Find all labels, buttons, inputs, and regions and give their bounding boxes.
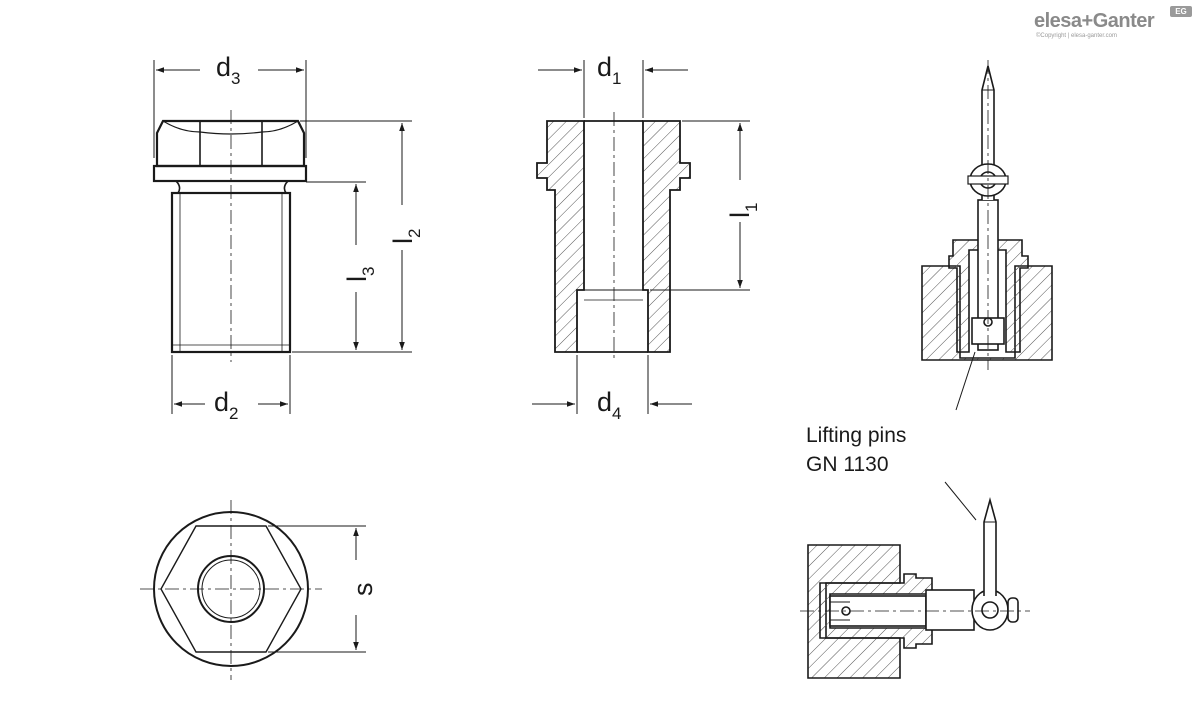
label-d1: d1 — [597, 52, 622, 88]
installed-horizontal-view — [800, 481, 1030, 679]
label-d4: d4 — [597, 387, 622, 423]
dimension-l2 — [300, 120, 412, 350]
installed-vertical-view — [921, 60, 1053, 411]
note-line-1: Lifting pins — [806, 424, 906, 447]
dimension-d4 — [532, 355, 692, 414]
label-l1: l1 — [725, 203, 761, 218]
dimension-d1 — [538, 60, 688, 118]
plug-top-view — [140, 500, 322, 680]
plug-section-view — [536, 112, 691, 362]
dimension-d2 — [171, 355, 291, 414]
plug-side-view — [152, 110, 308, 362]
label-d3: d3 — [216, 52, 241, 88]
dimension-l1 — [650, 120, 750, 291]
brand-name: elesa+Ganter — [1034, 10, 1155, 32]
label-l2: l2 — [388, 229, 424, 244]
dimension-d3 — [153, 60, 307, 158]
brand-logo: elesa+Ganter EG ©Copyright | elesa-gante… — [1034, 6, 1194, 40]
brand-copyright: ©Copyright | elesa-ganter.com — [1036, 33, 1118, 39]
note-line-2: GN 1130 — [806, 453, 889, 476]
label-l3: l3 — [342, 267, 378, 282]
dimension-l3 — [292, 181, 412, 353]
brand-badge: EG — [1170, 6, 1192, 17]
label-d2: d2 — [214, 387, 239, 423]
label-s: s — [348, 583, 378, 597]
dimension-s — [268, 525, 366, 653]
